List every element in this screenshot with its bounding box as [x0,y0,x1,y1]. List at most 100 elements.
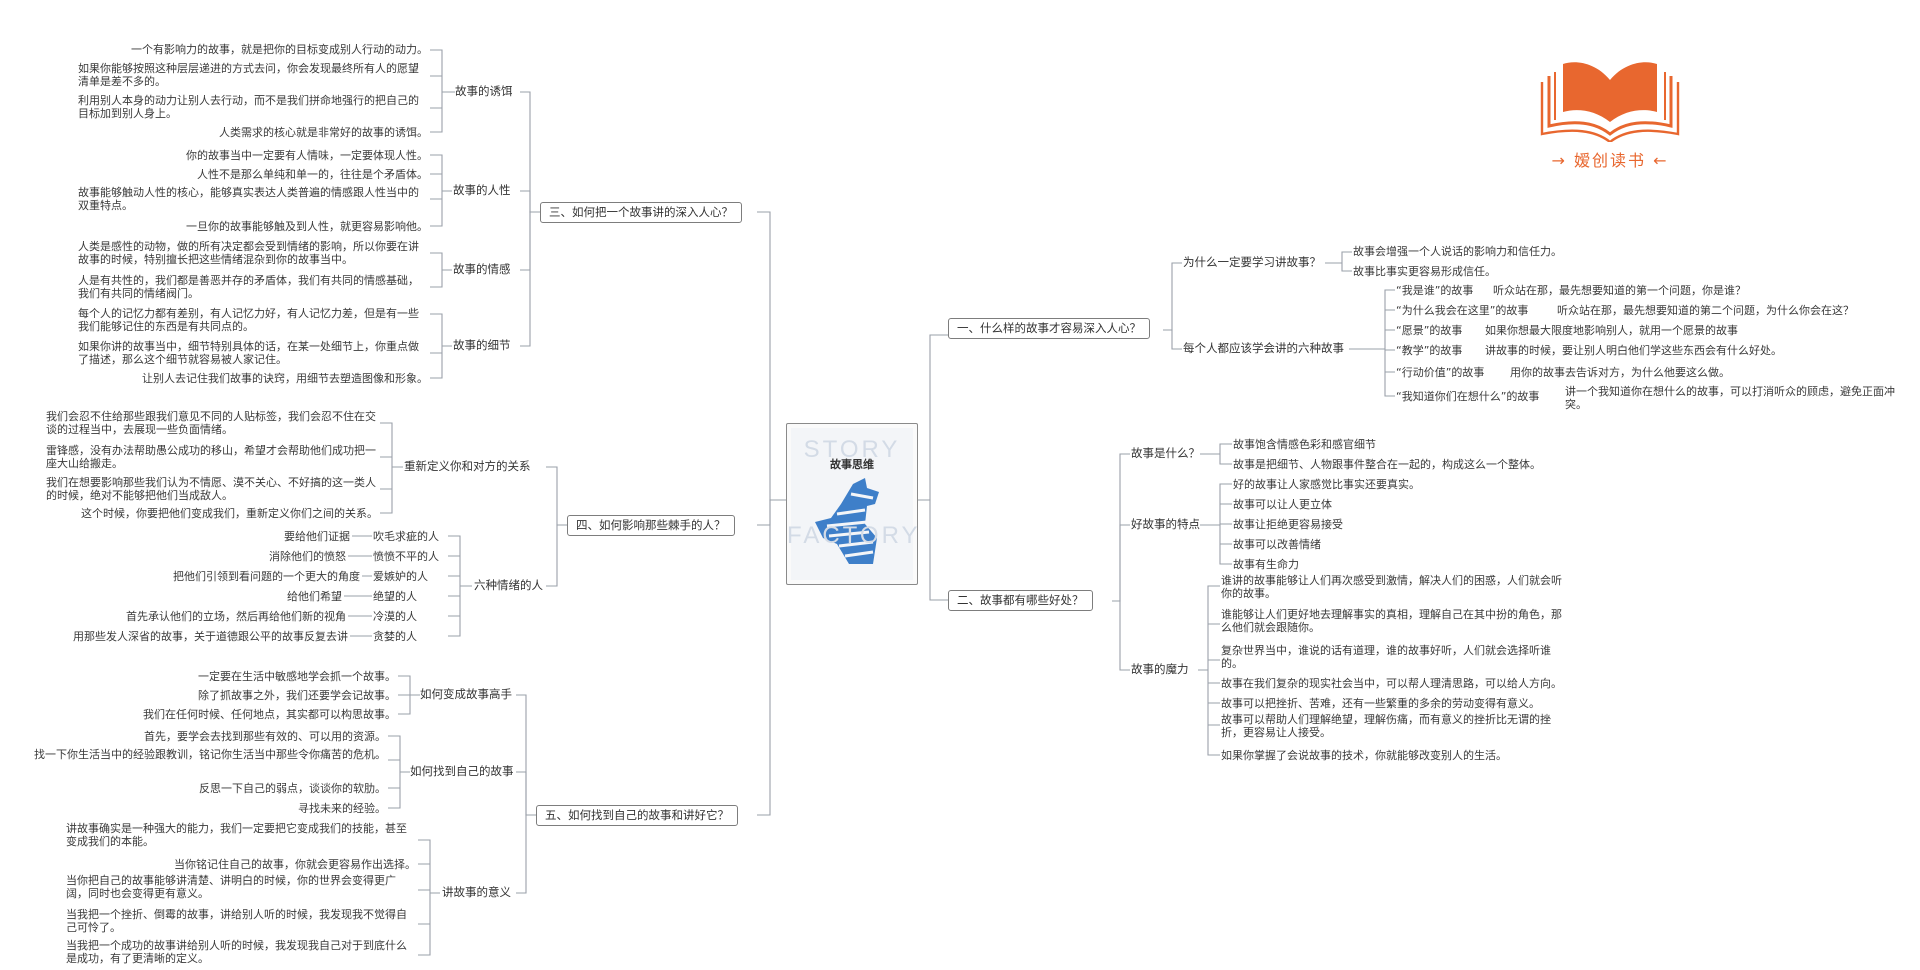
leaf-f3: 反思一下自己的弱点，谈谈你的软肋。 [199,782,386,795]
leaf-y2: 如果你能够按照这种层层递进的方式去问，你会发现最终所有人的愿望清单是差不多的。 [78,62,419,88]
branch-3[interactable]: 三、如何把一个故事讲的深入人心？ [540,202,742,223]
leaf-r4: 这个时候，你要把他们变成我们，重新定义你们之间的关系。 [81,507,378,520]
brand-name: → 嫒创读书 ← [1551,151,1669,170]
topic-meaning[interactable]: 讲故事的意义 [442,885,511,899]
leaf-m4: 故事在我们复杂的现实社会当中，可以帮人理清思路，可以给人方向。 [1221,677,1562,690]
cover-watermark-top: STORY [803,436,901,463]
topic-good-story[interactable]: 好故事的特点 [1131,517,1200,531]
emotion-3-method: 把他们引领到看问题的一个更大的角度 [173,570,360,583]
leaf-h2: 人性不是那么单纯和单一的，往往是个矛盾体。 [197,168,428,181]
leaf-f4: 寻找未来的经验。 [298,802,386,815]
leaf-k1: 讲故事确实是一种强大的能力，我们一定要把它变成我们的技能，甚至变成我们的本能。 [66,822,407,848]
leaf-r1: 我们会忍不住给那些跟我们意见不同的人贴标签，我们会忍不住在交谈的过程当中，去展现… [46,410,376,436]
emotion-6-method: 用那些发人深省的故事，关于道德跟公平的故事反复去讲 [73,630,348,643]
leaf-a2: 故事比事实更容易形成信任。 [1353,265,1496,278]
leaf-g5: 故事有生命力 [1233,558,1299,571]
emotion-1-type: 吹毛求疵的人 [373,530,439,543]
leaf-h1: 你的故事当中一定要有人情味，一定要体现人性。 [186,149,428,162]
link-t41-r [380,422,403,514]
link-t51-p [398,675,420,715]
leaf-m7: 如果你掌握了会说故事的技术，你就能够改变别人的生活。 [1221,749,1507,762]
center-node-book-cover[interactable]: STORY 故事思维 FACTORY [786,423,918,585]
link-b5-t52 [516,771,536,816]
leaf-d3: 让别人去记住我们故事的诀窍，用细节去塑造图像和形象。 [142,372,428,385]
leaf-story-vision: “愿景”的故事 [1396,324,1463,337]
link-b2-t21 [1112,453,1130,602]
leaf-f2: 找一下你生活当中的经验跟教训，铭记你生活当中那些令你痛苦的危机。 [34,748,386,761]
leaf-e1: 人类是感性的动物，做的所有决定都会受到情绪的影响，所以你要在讲故事的时候，特别擅… [78,240,419,266]
topic-six-stories[interactable]: 每个人都应该学会讲的六种故事 [1183,341,1344,355]
leaf-y3: 利用别人本身的动力让别人去行动，而不是我们拼命地强行的把自己的目标加到别人身上。 [78,94,419,120]
topic-story-magic[interactable]: 故事的魔力 [1131,662,1189,676]
link-t33-e [430,252,452,288]
leaf-story-who-desc: 听众站在那，最先想要知道的第一个问题，你是谁？ [1493,284,1746,297]
emotion-5-type: 冷漠的人 [373,610,417,623]
link-center-b3 [757,211,786,501]
link-center-b2 [916,499,948,601]
leaf-g3: 故事让拒绝更容易接受 [1233,518,1343,531]
emotion-4-type: 绝望的人 [373,590,417,603]
leaf-g4: 故事可以改善情绪 [1233,538,1321,551]
leaf-a1: 故事会增强一个人说话的影响力和信任力。 [1353,245,1562,258]
leaf-p2: 除了抓故事之外，我们还要学会记故事。 [198,689,396,702]
leaf-k4: 当我把一个挫折、倒霉的故事，讲给别人听的时候，我发现我不觉得自己可怜了。 [66,908,407,934]
leaf-m6: 故事可以帮助人们理解绝望，理解伤痛，而有意义的挫折比无谓的挫折，更容易让人接受。 [1221,713,1551,739]
topic-why-learn[interactable]: 为什么一定要学习讲故事？ [1183,255,1321,269]
leaf-p3: 我们在任何时候、任何地点，其实都可以构思故事。 [143,708,396,721]
link-t34-d [430,313,452,379]
link-t22-g [1200,483,1232,565]
leaf-r3: 我们在想要影响那些我们认为不情愿、漠不关心、不好搞的这一类人的时候，绝对不能够把… [46,476,376,502]
emotion-2-method: 消除他们的愤怒 [269,550,346,563]
link-t21-w [1200,443,1232,465]
link-b1-t12 [1163,329,1182,350]
branch-5[interactable]: 五、如何找到自己的故事和讲好它？ [536,805,738,826]
link-b3-t32 [520,190,540,213]
emotion-6-type: 贪婪的人 [373,630,417,643]
leaf-story-know-desc: 讲一个我知道你在想什么的故事，可以打消听众的顾虑，避免正面冲突。 [1565,385,1895,411]
link-t12-s [1349,289,1395,397]
book-icon [1540,62,1680,144]
branch-1[interactable]: 一、什么样的故事才容易深入人心？ [948,318,1150,339]
leaf-story-vision-desc: 如果你想最大限度地影响别人，就用一个愿景的故事 [1485,324,1738,337]
leaf-k2: 当你铭记住自己的故事，你就会更容易作出选择。 [174,858,416,871]
cover-watermark-bottom: FACTORY [787,522,921,549]
leaf-story-know: “我知道你们在想什么”的故事 [1396,390,1540,403]
branch-4[interactable]: 四、如何影响那些棘手的人？ [567,515,735,536]
link-b2-t23 [1112,600,1130,671]
branch-2[interactable]: 二、故事都有哪些好处？ [948,590,1093,611]
leaf-story-teach: “教学”的故事 [1396,344,1463,357]
topic-bait[interactable]: 故事的诱饵 [455,84,513,98]
leaf-g2: 故事可以让人更立体 [1233,498,1332,511]
topic-become-master[interactable]: 如何变成故事高手 [420,687,512,701]
topic-redefine-relation[interactable]: 重新定义你和对方的关系 [404,459,531,473]
emotion-2-type: 愤愤不平的人 [373,550,439,563]
leaf-k3: 当你把自己的故事能够讲清楚、讲明白的时候，你的世界会变得更广阔，同时也会变得更有… [66,874,396,900]
link-t52-f [388,735,410,809]
link-center-b1 [916,334,948,501]
brand-logo: → 嫒创读书 ← [1535,50,1685,170]
link-t53-k [418,839,440,956]
leaf-story-why-here: “为什么我会在这里”的故事 [1396,304,1529,317]
topic-detail[interactable]: 故事的细节 [453,338,511,352]
topic-humanity[interactable]: 故事的人性 [453,183,511,197]
topic-find-story[interactable]: 如何找到自己的故事 [410,764,514,778]
leaf-story-action: “行动价值”的故事 [1396,366,1485,379]
link-t31-y [430,49,455,133]
leaf-story-who: “我是谁”的故事 [1396,284,1474,297]
leaf-h4: 一旦你的故事能够触及到人性，就更容易影响他。 [186,220,428,233]
leaf-e2: 人是有共性的，我们都是善恶并存的矛盾体，我们有共同的情感基础，我们有共同的情绪阀… [78,274,419,300]
topic-what-is-story[interactable]: 故事是什么？ [1131,446,1200,460]
center-title: 故事思维 [830,458,874,471]
leaf-story-action-desc: 用你的故事去告诉对方，为什么他要这么做。 [1510,366,1730,379]
topic-emotion[interactable]: 故事的情感 [453,262,511,276]
emotion-1-method: 要给他们证据 [284,530,350,543]
topic-six-emotions[interactable]: 六种情绪的人 [474,578,543,592]
emotion-4-method: 给他们希望 [287,590,342,603]
leaf-d1: 每个人的记忆力都有差别，有人记忆力好，有人记忆力差，但是有一些我们能够记住的东西… [78,307,419,333]
link-t42-x [448,535,472,637]
link-b4-t42 [546,524,567,587]
emotion-5-method: 首先承认他们的立场，然后再给他们新的视角 [126,610,346,623]
leaf-k5: 当我把一个成功的故事讲给别人听的时候，我发现我自己对于到底什么是成功，有了更清晰… [66,939,407,965]
leaf-m1: 谁讲的故事能够让人们再次感受到激情，解决人们的困惑，人们就会听你的故事。 [1221,574,1562,600]
